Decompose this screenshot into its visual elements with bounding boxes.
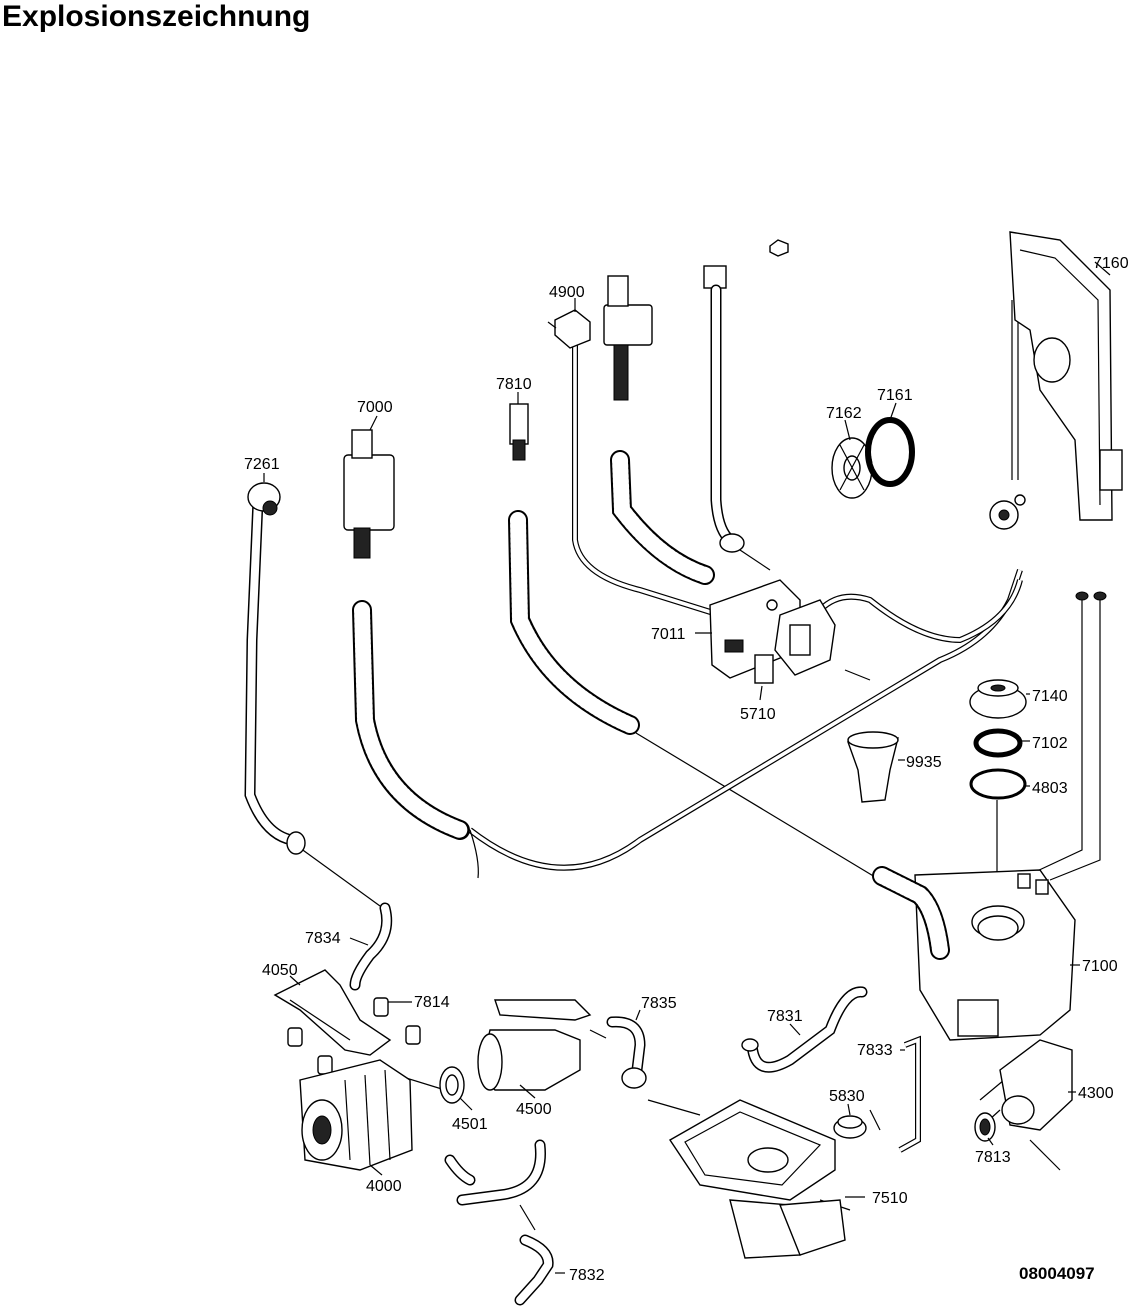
label-7810: 7810 (496, 376, 532, 393)
label-9935: 9935 (906, 754, 942, 771)
part-4300-pump (999, 1039, 1073, 1131)
label-7833: 7833 (857, 1042, 893, 1059)
part-7833-tube (898, 1035, 921, 1153)
label-4500: 4500 (516, 1101, 552, 1118)
part-4900-plug (547, 309, 591, 349)
label-7261: 7261 (244, 456, 280, 473)
part-7831-hose (741, 986, 868, 1073)
part-7835-elbow (606, 1016, 647, 1089)
part-7161-seal-ring (865, 417, 915, 487)
part-4501-seal (439, 1066, 465, 1104)
part-7162-filter-disc (831, 437, 873, 499)
part-4803-gasket (969, 768, 1027, 800)
label-7831: 7831 (767, 1008, 803, 1025)
label-7000: 7000 (357, 399, 393, 416)
part-7102-ring (973, 728, 1023, 758)
part-7140-cap (969, 679, 1027, 719)
label-7162: 7162 (826, 405, 862, 422)
label-7100: 7100 (1082, 958, 1118, 975)
small-nut-top (769, 239, 789, 257)
part-5830-cap (833, 1115, 867, 1139)
label-7832: 7832 (569, 1267, 605, 1284)
part-9935-funnel (847, 731, 899, 803)
long-thin-hose (468, 340, 1023, 871)
part-4050-bracket (273, 969, 392, 1056)
part-7832-hose (444, 1139, 554, 1306)
part-7810-hose (508, 403, 640, 735)
aquastop-valve-middle (603, 275, 715, 585)
label-4000: 4000 (366, 1178, 402, 1195)
part-4000-pump (299, 1059, 413, 1171)
page-title: Explosionszeichnung (2, 0, 311, 33)
part-5710-valve (754, 599, 836, 684)
part-7160-frame (989, 231, 1123, 530)
label-7510: 7510 (872, 1190, 908, 1207)
label-4300: 4300 (1078, 1085, 1114, 1102)
label-4900: 4900 (549, 284, 585, 301)
part-labels: 4900 7810 7000 7261 7160 7161 7162 7011 … (244, 255, 1129, 1284)
label-7814: 7814 (414, 994, 450, 1011)
part-4500-heater (477, 999, 592, 1091)
label-7140: 7140 (1032, 688, 1068, 705)
connection-lines (299, 300, 1101, 1231)
leader-lines (263, 261, 1111, 1274)
label-5830: 5830 (829, 1088, 865, 1105)
part-small-rings-right (1075, 591, 1107, 601)
part-7814-screws (287, 997, 421, 1075)
part-7813-seal (974, 1112, 996, 1142)
label-7835: 7835 (641, 995, 677, 1012)
part-7261-drain-hose (244, 482, 306, 855)
drawing-number: 08004097 (1019, 1264, 1095, 1283)
label-4050: 4050 (262, 962, 298, 979)
label-7161: 7161 (877, 387, 913, 404)
label-5710: 5710 (740, 706, 776, 723)
label-4501: 4501 (452, 1116, 488, 1133)
label-7011: 7011 (651, 626, 686, 643)
label-7813: 7813 (975, 1149, 1011, 1166)
label-7834: 7834 (305, 930, 341, 947)
part-7100-softener (872, 866, 1076, 1041)
part-7000-aquastop-hose (343, 429, 479, 879)
label-7160: 7160 (1093, 255, 1129, 272)
part-7510-sump (669, 1099, 846, 1259)
label-7102: 7102 (1032, 735, 1068, 752)
label-4803: 4803 (1032, 780, 1068, 797)
part-7834-hose (349, 902, 393, 991)
fill-hose-upper (703, 265, 771, 571)
